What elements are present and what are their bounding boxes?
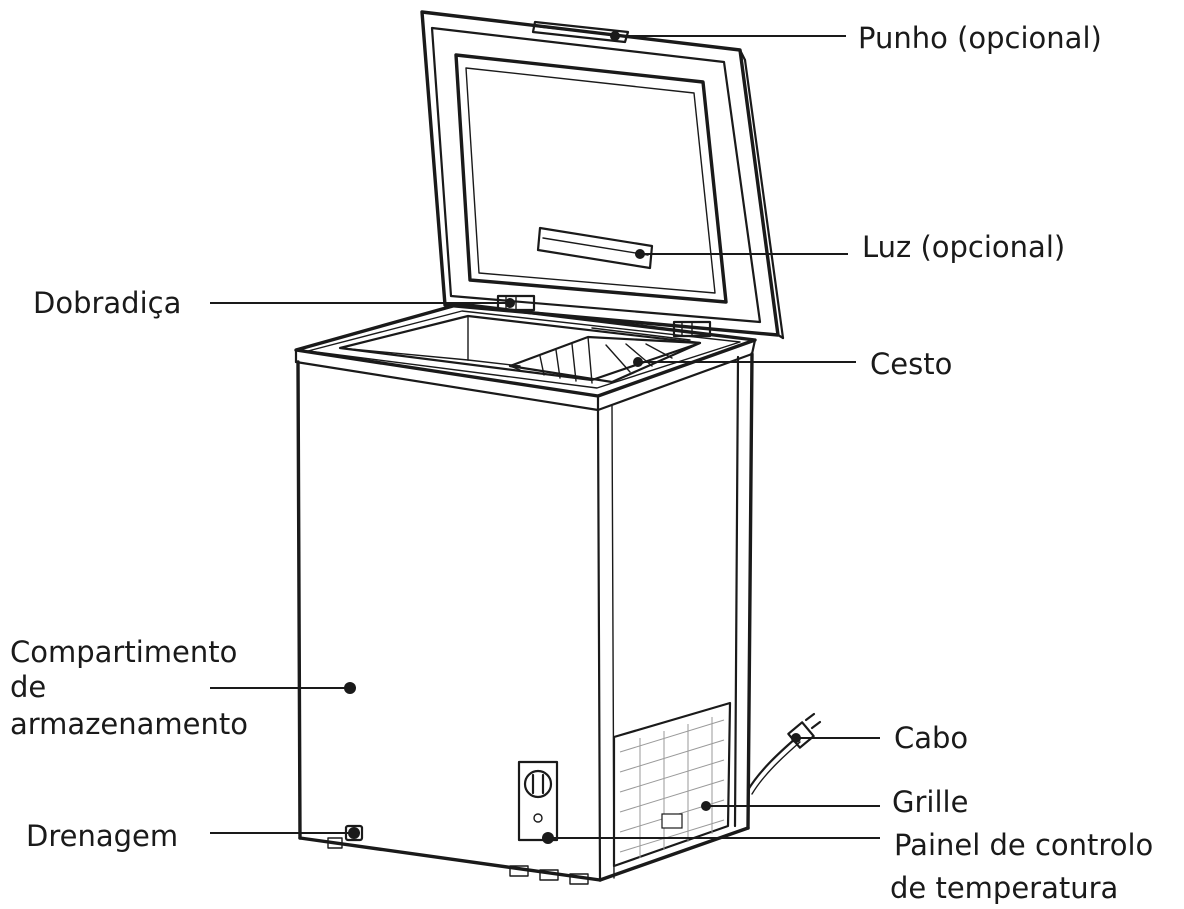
label-storage-line3: armazenamento <box>10 707 248 741</box>
label-grille: Grille <box>892 785 968 819</box>
label-light: Luz (opcional) <box>862 230 1065 264</box>
leader-cable <box>791 733 880 743</box>
lid-handle <box>531 20 630 44</box>
label-drain: Drenagem <box>26 819 178 853</box>
leader-hinge <box>210 298 515 308</box>
rear-grille <box>612 701 732 868</box>
label-hinge: Dobradiça <box>33 286 181 320</box>
label-cable: Cabo <box>894 721 968 755</box>
label-control-panel-line2: de temperatura <box>890 871 1118 905</box>
leader-light <box>635 249 848 259</box>
leader-drain <box>210 827 360 839</box>
label-basket: Cesto <box>870 347 952 381</box>
label-storage-line2: de <box>10 670 46 704</box>
label-storage-line1: Compartimento <box>10 635 237 669</box>
interior-light <box>536 226 654 270</box>
leader-basket <box>633 357 856 367</box>
leader-storage <box>210 682 356 694</box>
leader-grille <box>701 801 880 811</box>
leader-handle <box>610 31 846 41</box>
freezer-cabinet <box>294 302 757 885</box>
freezer-lid <box>420 10 785 340</box>
power-cable <box>746 712 822 795</box>
temperature-control-panel <box>517 760 559 842</box>
leader-control-panel <box>542 832 880 844</box>
label-control-panel-line1: Painel de controlo <box>894 828 1153 862</box>
label-handle: Punho (opcional) <box>858 21 1102 55</box>
